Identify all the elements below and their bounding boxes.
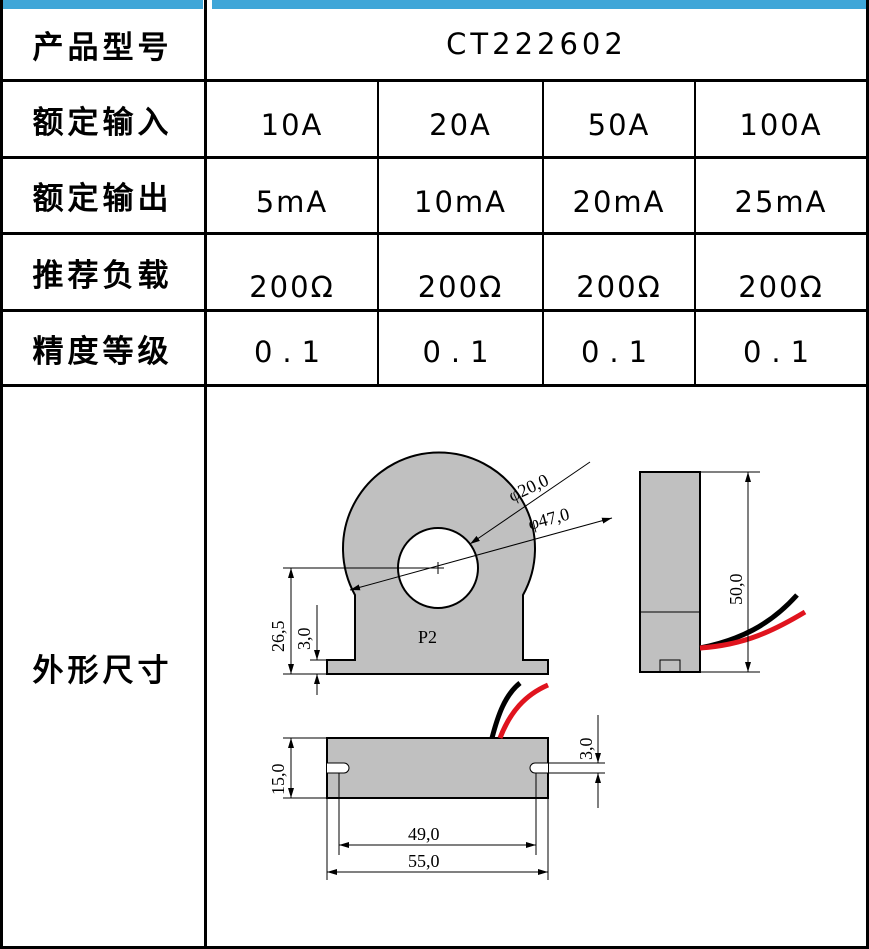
inner-dia-label: φ20,0 — [505, 470, 551, 506]
accuracy-value: 0.1 — [580, 335, 658, 369]
rated-input-value: 10A — [260, 108, 324, 142]
divider — [542, 80, 544, 386]
header-bar — [212, 0, 869, 9]
rated-output-value: 10mA — [414, 184, 507, 219]
slot-span-label: 49,0 — [408, 824, 440, 844]
base-thk-label: 3,0 — [294, 628, 314, 651]
divider — [377, 80, 379, 386]
burden-value: 200Ω — [576, 270, 662, 304]
burden-value: 200Ω — [738, 270, 824, 304]
accuracy-value: 0.1 — [742, 335, 820, 369]
rated-output-value: 20mA — [572, 184, 666, 219]
accuracy-value: 0.1 — [422, 335, 499, 369]
model-value: CT222602 — [446, 27, 627, 61]
label-accuracy: 精度等级 — [32, 333, 173, 370]
burden-value: 200Ω — [249, 270, 335, 304]
length-label: 55,0 — [408, 851, 440, 871]
label-burden: 推荐负载 — [32, 257, 173, 294]
height-label: 50,0 — [726, 574, 746, 606]
rated-input-value: 50A — [587, 108, 651, 142]
divider — [0, 384, 869, 387]
rated-input-value: 100A — [739, 108, 823, 142]
label-rated-output: 额定输出 — [32, 181, 173, 217]
divider — [0, 309, 869, 312]
header-bar — [0, 0, 203, 9]
ct-bottom-view — [326, 737, 549, 799]
height-center-label: 26,5 — [268, 621, 288, 653]
divider — [694, 80, 696, 386]
divider — [204, 0, 207, 949]
divider — [0, 0, 3, 949]
rated-output-value: 5mA — [255, 184, 329, 219]
divider — [0, 156, 869, 159]
thk-label: 15,0 — [268, 764, 288, 796]
rated-output-value: 25mA — [734, 184, 828, 219]
part-label: P2 — [418, 627, 437, 647]
ct-side-view — [639, 471, 701, 673]
divider — [0, 946, 869, 949]
slot-label: 3,0 — [576, 738, 596, 761]
label-model: 产品型号 — [32, 29, 173, 66]
divider — [0, 79, 869, 82]
label-rated-input: 额定输入 — [32, 104, 173, 141]
outer-dia-label: φ47,0 — [526, 504, 572, 534]
divider — [0, 232, 869, 235]
label-dimensions: 外形尺寸 — [32, 652, 173, 689]
accuracy-value: 0.1 — [253, 335, 331, 369]
divider — [866, 0, 869, 949]
rated-input-value: 20A — [429, 108, 492, 142]
burden-value: 200Ω — [417, 270, 504, 304]
